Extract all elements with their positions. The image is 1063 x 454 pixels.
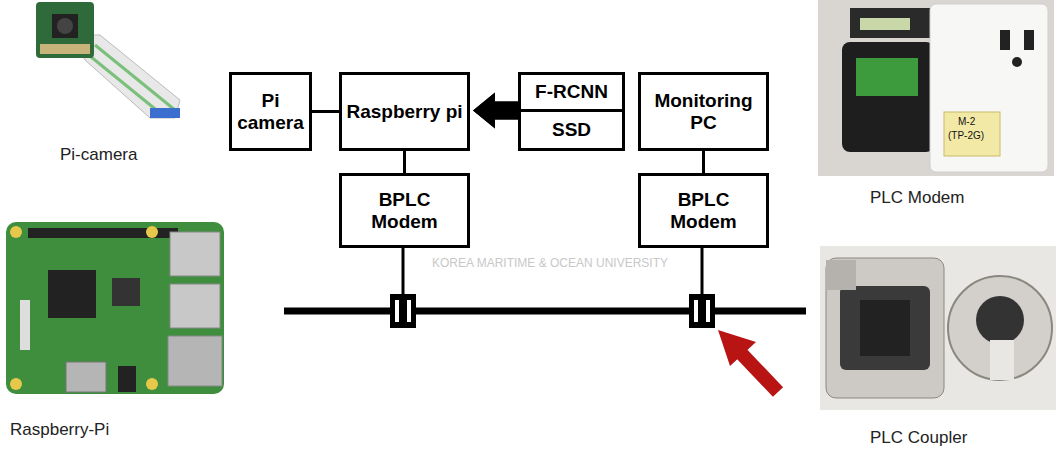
watermark: KOREA MARITIME & OCEAN UNIVERSITY [432, 256, 668, 270]
process-box: BPLC Modem [339, 173, 470, 248]
box-label: BPLC Modem [644, 189, 763, 233]
box-label: Raspberry pi [346, 101, 462, 123]
pi-camera-photo [36, 2, 180, 118]
box-label: F-RCNN [535, 81, 608, 103]
raspberry-pi-photo [6, 222, 224, 394]
box-label: BPLC Modem [345, 189, 464, 233]
modem-wire [701, 247, 704, 300]
plc-modem-photo [818, 0, 1054, 176]
block-arrow [473, 93, 518, 129]
process-box: Pi camera [229, 72, 312, 151]
connector-line [403, 151, 406, 173]
box-label: SSD [552, 119, 591, 141]
plc-coupler-symbol [689, 294, 715, 328]
photo-caption: M-2 [958, 116, 975, 127]
photo-caption: PLC Modem [870, 188, 964, 208]
photo-caption: Raspberry-Pi [10, 420, 109, 440]
process-box: Monitoring PC [638, 72, 769, 151]
process-box: F-RCNN [518, 72, 625, 112]
block-arrow [473, 93, 518, 129]
box-label: Monitoring PC [644, 90, 763, 134]
modem-wire [402, 247, 405, 300]
plc-coupler-photo [820, 246, 1056, 410]
process-box: SSD [518, 109, 625, 151]
plc-coupler-symbol [390, 294, 416, 328]
pointer-arrow [718, 330, 778, 392]
connector-line [702, 151, 705, 173]
box-label: Pi camera [235, 90, 306, 134]
power-line-bus [284, 308, 806, 315]
process-box: BPLC Modem [638, 173, 769, 248]
photo-caption: Pi-camera [60, 145, 137, 165]
process-box: Raspberry pi [339, 72, 470, 151]
photo-caption: (TP-2G) [948, 130, 984, 141]
photo-caption: PLC Coupler [870, 428, 967, 448]
connector-line [312, 110, 339, 113]
